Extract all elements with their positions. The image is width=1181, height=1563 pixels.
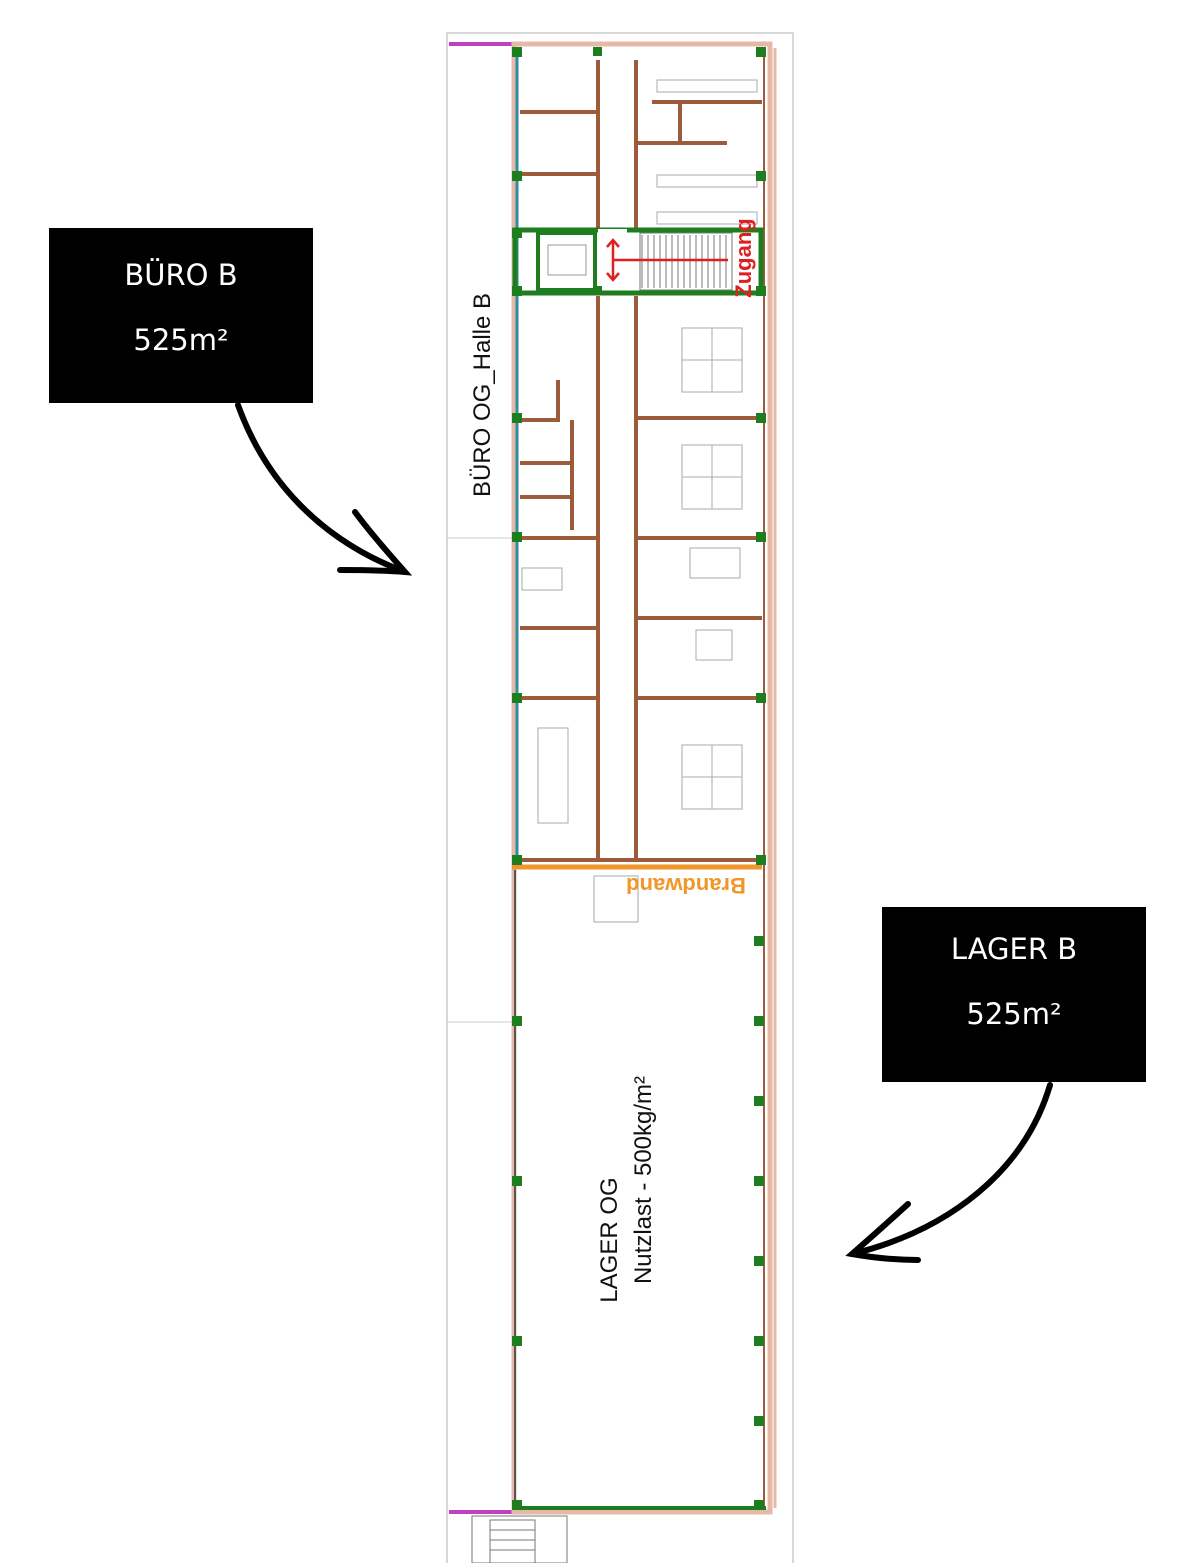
storage-plan-label: LAGER OG xyxy=(596,1177,623,1302)
storage-arrow-icon xyxy=(845,1082,1053,1263)
load-capacity-label: Nutzlast - 500kg/m² xyxy=(630,1076,657,1284)
plan-frame xyxy=(446,32,794,1563)
entrance-label: Zugang xyxy=(731,218,756,297)
furniture xyxy=(521,79,758,923)
office-callout-title: BÜRO B xyxy=(124,258,238,292)
firewall-label: Brandwand xyxy=(626,873,746,898)
office-arrow-icon xyxy=(235,402,413,576)
storage-callout-area: 525m² xyxy=(966,997,1062,1031)
bottom-stair xyxy=(471,1515,568,1563)
interior-walls xyxy=(512,60,762,862)
office-plan-label: BÜRO OG_Halle B xyxy=(469,293,496,497)
entrance-arrow-icon xyxy=(606,238,728,282)
stair-core xyxy=(512,227,764,296)
storage-callout-title: LAGER B xyxy=(950,932,1078,966)
office-callout-area: 525m² xyxy=(133,323,229,357)
storage-callout: LAGER B 525m² xyxy=(882,907,1146,1082)
columns xyxy=(512,47,766,1510)
office-callout: BÜRO B 525m² xyxy=(49,228,313,403)
